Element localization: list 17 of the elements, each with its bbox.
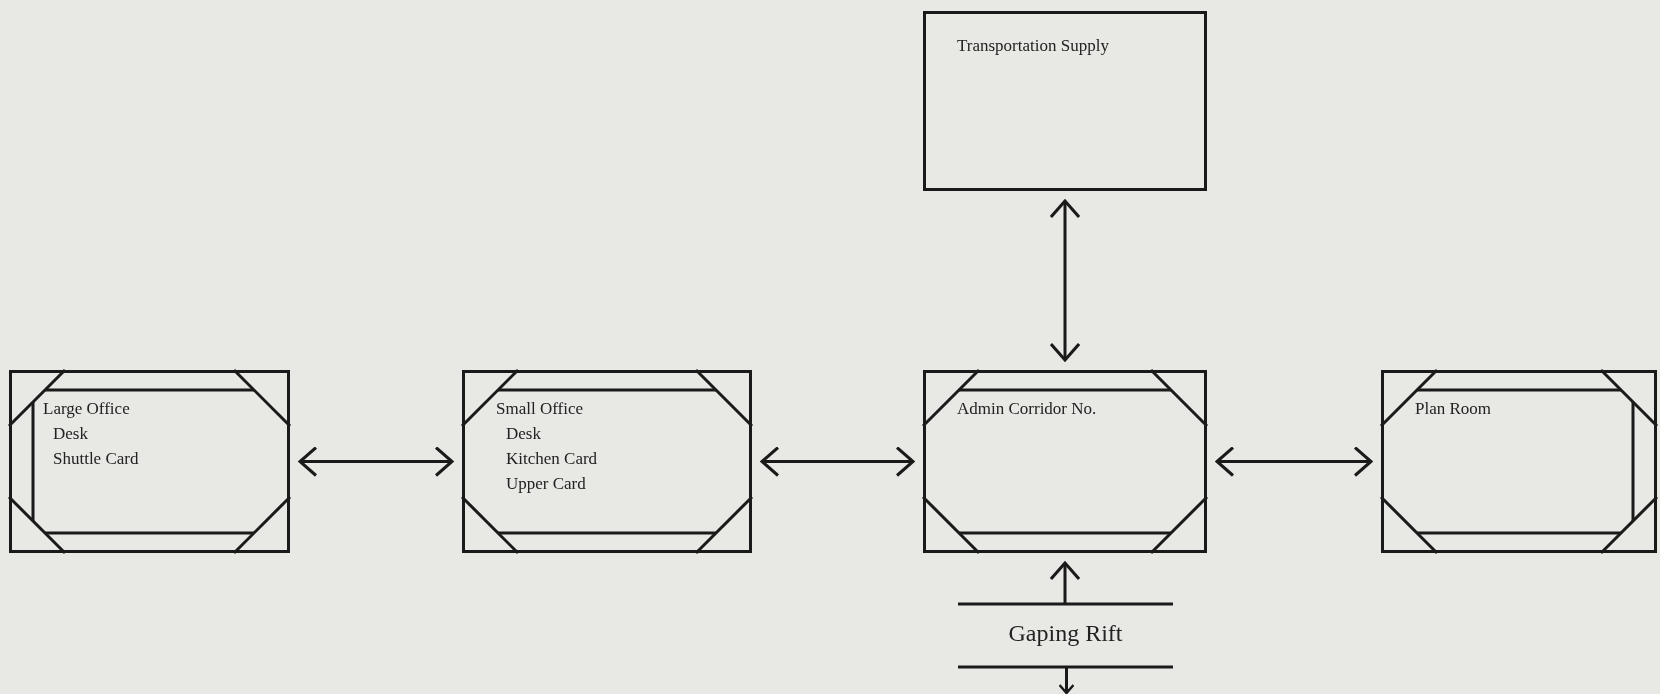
- room-item: Shuttle Card: [53, 448, 139, 470]
- room-item: Upper Card: [506, 473, 586, 495]
- arrow: [1049, 561, 1081, 604]
- arrow: [298, 446, 454, 477]
- arrow: [1058, 667, 1075, 694]
- room-title: Admin Corridor No.: [957, 398, 1097, 420]
- room-title: Small Office: [496, 398, 584, 420]
- area-label: Gaping Rift: [1007, 621, 1124, 646]
- arrow: [760, 446, 915, 477]
- room-title: Transportation Supply: [957, 35, 1109, 57]
- room-title: Plan Room: [1415, 398, 1492, 420]
- room-item: Desk: [506, 423, 541, 445]
- room-title: Large Office: [43, 398, 130, 420]
- arrow: [1049, 199, 1081, 362]
- arrow: [1215, 446, 1373, 477]
- room-item: Kitchen Card: [506, 448, 598, 470]
- room-item: Desk: [53, 423, 88, 445]
